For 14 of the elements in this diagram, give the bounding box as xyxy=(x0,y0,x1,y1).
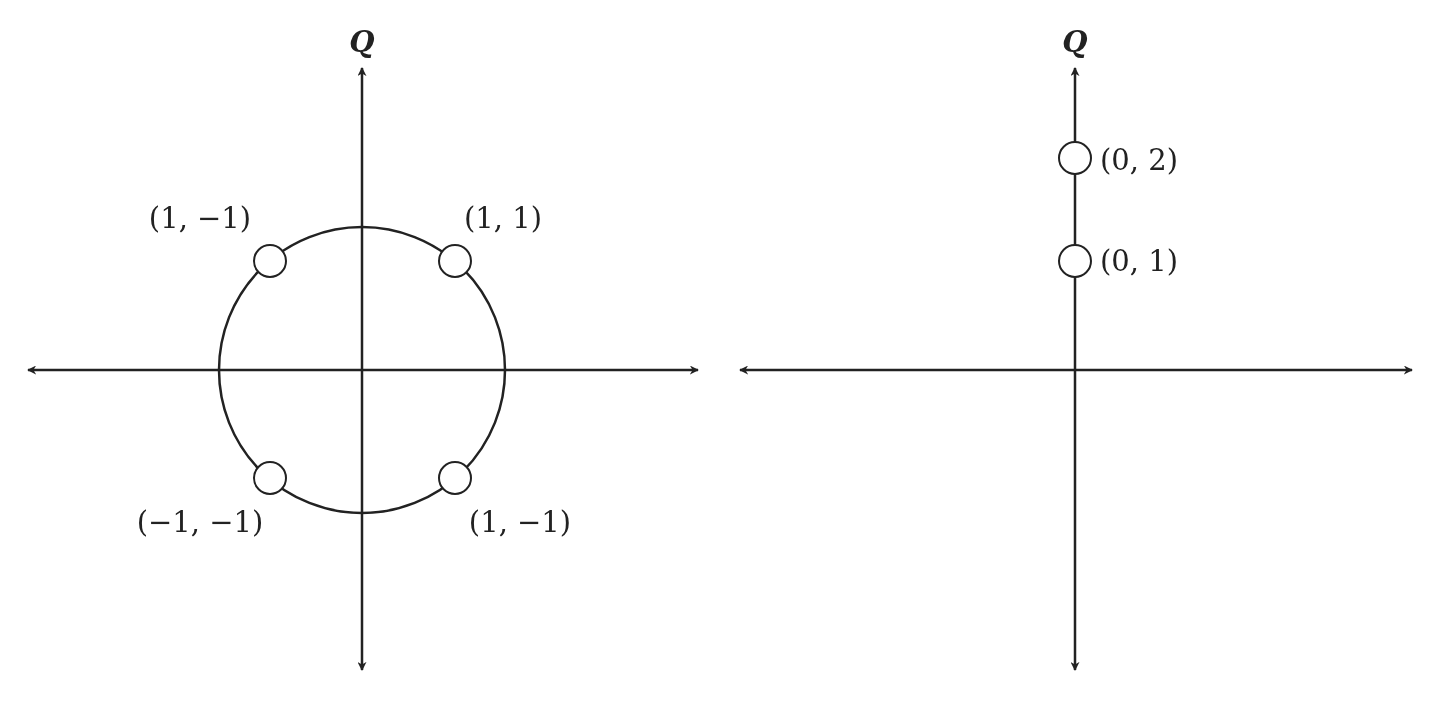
axis-label: Q xyxy=(349,27,375,57)
constellation-point xyxy=(438,244,472,278)
point-label: (−1, −1) xyxy=(136,507,264,537)
constellation-point xyxy=(438,461,472,495)
axis-label: Q xyxy=(1062,27,1088,57)
constellation-point xyxy=(1058,244,1092,278)
point-label: (0, 2) xyxy=(1100,145,1178,175)
constellation-point xyxy=(253,461,287,495)
point-label: (1, −1) xyxy=(148,203,252,233)
point-label: (1, 1) xyxy=(464,203,542,233)
point-label: (0, 1) xyxy=(1100,246,1178,276)
constellation-point xyxy=(253,244,287,278)
constellation-point xyxy=(1058,141,1092,175)
point-label: (1, −1) xyxy=(468,507,572,537)
